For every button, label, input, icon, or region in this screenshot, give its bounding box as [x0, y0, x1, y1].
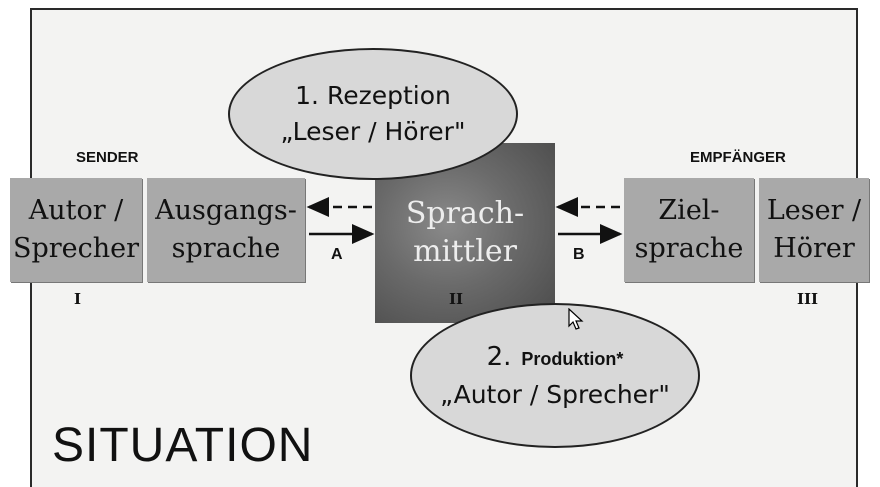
roman-i: I [74, 290, 82, 308]
sprachmittler-line1: Sprach- [405, 196, 525, 231]
ausgangssprache-line1: Ausgangs- [155, 195, 297, 226]
ausgangssprache-line2: sprache [171, 233, 281, 264]
empfaenger-label: EMPFÄNGER [690, 149, 786, 166]
produktion-line2: „Autor / Sprecher" [440, 380, 670, 409]
leser-hoerer-line1: Leser / [766, 195, 862, 226]
zielsprache-line2: sprache [634, 233, 744, 264]
produktion-number: 2. [486, 342, 512, 372]
sprachmittler-line2: mittler [413, 234, 517, 269]
ausgangssprache-box: Ausgangs- sprache [147, 178, 305, 282]
roman-ii: II [449, 290, 464, 308]
zielsprache-box: Ziel- sprache [624, 178, 754, 282]
leser-hoerer-line2: Hörer [773, 233, 855, 264]
rezeption-ellipse: 1. Rezeption „Leser / Hörer" [228, 48, 518, 180]
leser-hoerer-box: Leser / Hörer [759, 178, 869, 282]
situation-title: SITUATION [52, 419, 314, 472]
arrow-a-label: A [331, 246, 343, 263]
arrow-b-label: B [573, 246, 585, 263]
zielsprache-line1: Ziel- [658, 195, 720, 226]
autor-sprecher-line1: Autor / [28, 195, 124, 226]
produktion-label: Produktion* [521, 349, 624, 369]
roman-iii: III [797, 290, 819, 308]
autor-sprecher-box: Autor / Sprecher [10, 178, 142, 282]
rezeption-line2: „Leser / Hörer" [280, 117, 466, 146]
sender-label: SENDER [76, 149, 139, 166]
produktion-ellipse: 2. Produktion* „Autor / Sprecher" [410, 303, 700, 448]
rezeption-line1: 1. Rezeption [295, 81, 451, 110]
mouse-cursor-icon [568, 308, 584, 330]
autor-sprecher-line2: Sprecher [12, 233, 140, 264]
